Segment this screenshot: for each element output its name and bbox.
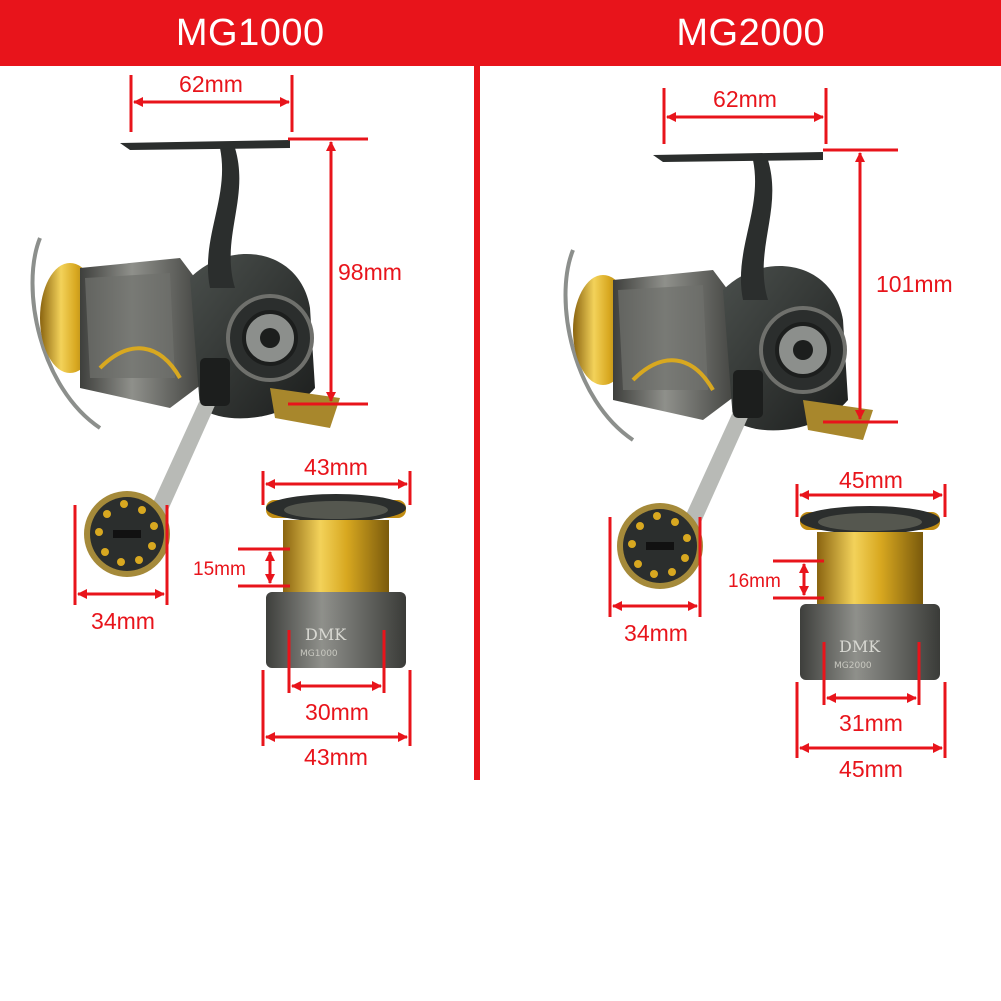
knob-illustration-right [617,503,703,589]
dimension-handle-width-right: 62mm [662,86,828,144]
dimension-spool-inner-left: 30mm [287,630,386,725]
label-reel-height-right: 101mm [876,271,953,297]
label-spool-top-right: 45mm [839,467,903,493]
label-spool-lip-right: 16mm [728,571,781,592]
reel-illustration-right [563,150,875,542]
spool-illustration-left: DMK MG1000 [266,494,406,668]
dimension-handle-width-left: 62mm [129,71,294,132]
model-title-right: MG2000 [676,11,826,54]
label-spool-inner-left: 30mm [305,699,369,725]
dimension-knob-width-left: 34mm [73,505,169,634]
label-knob-width-right: 34mm [624,620,688,646]
panel-divider [474,66,480,780]
label-spool-bottom-left: 43mm [304,744,368,770]
dimension-spool-inner-right: 31mm [822,642,921,736]
dimension-spool-top-right: 45mm [795,467,947,517]
dimension-reel-height-right: 101mm [823,148,953,424]
label-handle-width-left: 62mm [179,71,243,97]
label-spool-top-left: 43mm [304,454,368,480]
spool-brand-left: DMK [305,625,347,644]
knob-illustration-left [84,491,170,577]
label-knob-width-left: 34mm [91,608,155,634]
label-handle-width-right: 62mm [713,86,777,112]
header-bar: MG1000 MG2000 [0,0,1001,66]
spool-illustration-right: DMK MG2000 [800,506,940,680]
dimension-spool-top-left: 43mm [261,454,412,505]
model-title-left: MG1000 [175,11,325,54]
label-reel-height-left: 98mm [338,259,402,285]
label-spool-bottom-right: 45mm [839,756,903,782]
dimension-reel-height-left: 98mm [288,137,402,406]
dimension-spool-lip-left: 15mm [193,547,290,588]
label-spool-inner-right: 31mm [839,710,903,736]
dimension-spool-bottom-left: 43mm [261,670,412,770]
dimension-spool-lip-right: 16mm [728,559,824,600]
spool-model-text-left: MG1000 [300,649,338,659]
spool-brand-right: DMK [839,637,881,656]
label-spool-lip-left: 15mm [193,559,246,580]
reel-illustration-left [30,138,342,530]
dimension-spool-bottom-right: 45mm [795,682,947,782]
spool-model-text-right: MG2000 [834,661,872,671]
dimension-knob-width-right: 34mm [608,517,702,646]
